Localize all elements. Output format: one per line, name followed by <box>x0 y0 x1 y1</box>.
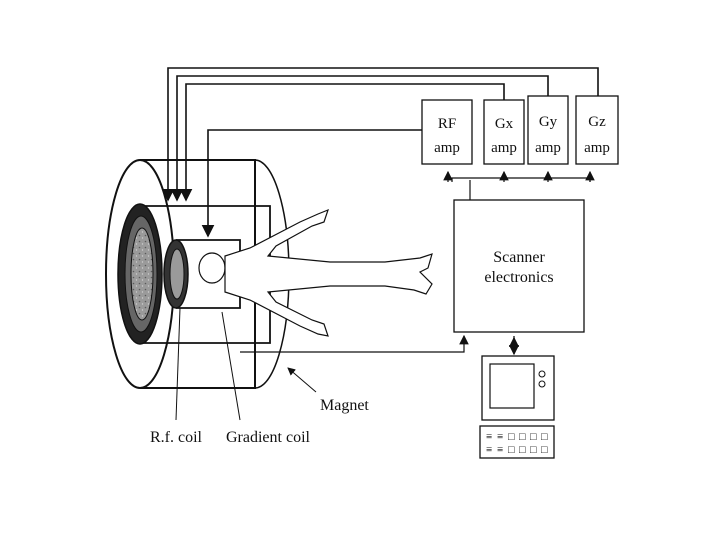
gz-amp-subtitle: amp <box>584 140 610 156</box>
gz-cable <box>161 67 599 202</box>
keyboard-key: □ <box>519 431 526 443</box>
scanner-title: Scanner <box>493 249 545 266</box>
gx-amp-title: Gx <box>495 116 514 132</box>
keyboard-key: □ <box>530 444 537 456</box>
keyboard-key: ≡ <box>497 431 503 443</box>
gradient-to-scanner <box>240 334 469 353</box>
keyboard-key: □ <box>541 444 548 456</box>
keyboard-keys: ≡≡□□□□≡≡□□□□ <box>486 431 548 456</box>
keyboard <box>479 425 555 459</box>
gx-cable <box>179 83 505 202</box>
amp-cables <box>161 67 599 238</box>
magnet-pointer <box>287 367 317 393</box>
rf-amp-subtitle: amp <box>434 140 460 156</box>
gy-amp-box: Gy amp <box>527 95 569 165</box>
rf-coil-label: R.f. coil <box>150 429 203 446</box>
keyboard-key: □ <box>508 444 515 456</box>
computer-console <box>479 355 555 459</box>
monitor-knob-1 <box>538 370 546 378</box>
gy-amp-subtitle: amp <box>535 140 561 156</box>
keyboard-key: ≡ <box>486 444 492 456</box>
gx-amp-subtitle: amp <box>491 140 517 156</box>
scanner-subtitle: electronics <box>484 269 553 286</box>
label-pointers <box>175 307 317 421</box>
rf-coil-ring-inner <box>130 227 154 321</box>
gz-amp-title: Gz <box>588 114 606 130</box>
keyboard-key: □ <box>541 431 548 443</box>
patient-body <box>224 208 433 337</box>
gy-cable <box>170 75 549 202</box>
monitor-screen <box>489 363 535 409</box>
keyboard-key: ≡ <box>497 444 503 456</box>
keyboard-key: □ <box>508 431 515 443</box>
scanner-electronics-box: Scanner electronics <box>453 199 585 333</box>
rf-cable <box>201 129 422 238</box>
rf-amp-box: RF amp <box>421 99 473 165</box>
keyboard-key: □ <box>519 444 526 456</box>
gradient-coil-bore <box>169 248 185 300</box>
keyboard-key: ≡ <box>486 431 492 443</box>
rf-coil <box>117 203 271 345</box>
keyboard-key: □ <box>530 431 537 443</box>
rf-amp-title: RF <box>438 116 456 132</box>
gz-amp-box: Gz amp <box>575 95 619 165</box>
monitor-knob-2 <box>538 380 546 388</box>
gy-amp-title: Gy <box>539 114 558 130</box>
gradient-coil-label: Gradient coil <box>226 429 311 446</box>
rf-coil-pointer <box>175 307 181 421</box>
gx-amp-box: Gx amp <box>483 99 525 165</box>
control-lines <box>240 170 595 353</box>
amp-bus <box>451 177 591 182</box>
patient-figure <box>198 208 433 337</box>
magnet-label: Magnet <box>320 397 369 414</box>
gradient-coil-pointer <box>221 311 241 421</box>
patient-head <box>198 252 226 284</box>
